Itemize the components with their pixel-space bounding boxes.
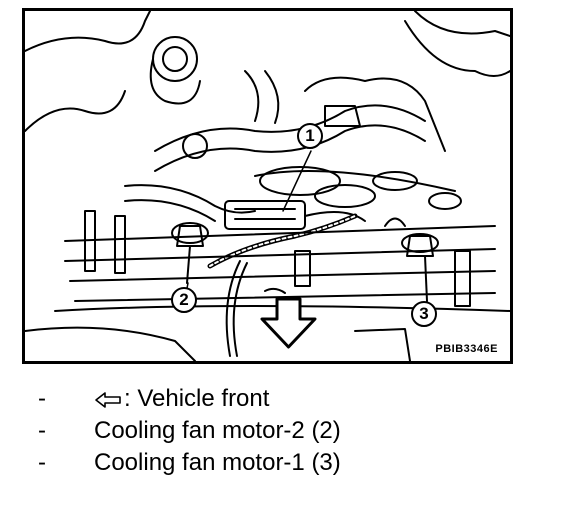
figure-code: PBIB3346E bbox=[435, 343, 498, 355]
callout-1: 1 bbox=[297, 123, 323, 149]
callout-2: 2 bbox=[171, 287, 197, 313]
legend-label: Cooling fan motor-1 (3) bbox=[94, 449, 341, 476]
callout-3: 3 bbox=[411, 301, 437, 327]
legend-item-vehicle-front: - : Vehicle front bbox=[0, 385, 576, 415]
engine-bay-drawing bbox=[25, 11, 510, 361]
legend-item-fan-motor-1: - Cooling fan motor-1 (3) bbox=[0, 449, 576, 479]
legend-item-fan-motor-2: - Cooling fan motor-2 (2) bbox=[0, 417, 576, 447]
legend-label: : Vehicle front bbox=[124, 385, 270, 412]
legend-label: Cooling fan motor-2 (2) bbox=[94, 417, 341, 444]
vehicle-front-arrow bbox=[260, 297, 317, 349]
legend-dash: - bbox=[38, 385, 46, 412]
front-arrow-icon bbox=[95, 391, 121, 408]
legend-dash: - bbox=[38, 449, 46, 476]
legend-dash: - bbox=[38, 417, 46, 444]
engine-bay-illustration: 1 2 3 PBIB3346E bbox=[22, 8, 513, 364]
